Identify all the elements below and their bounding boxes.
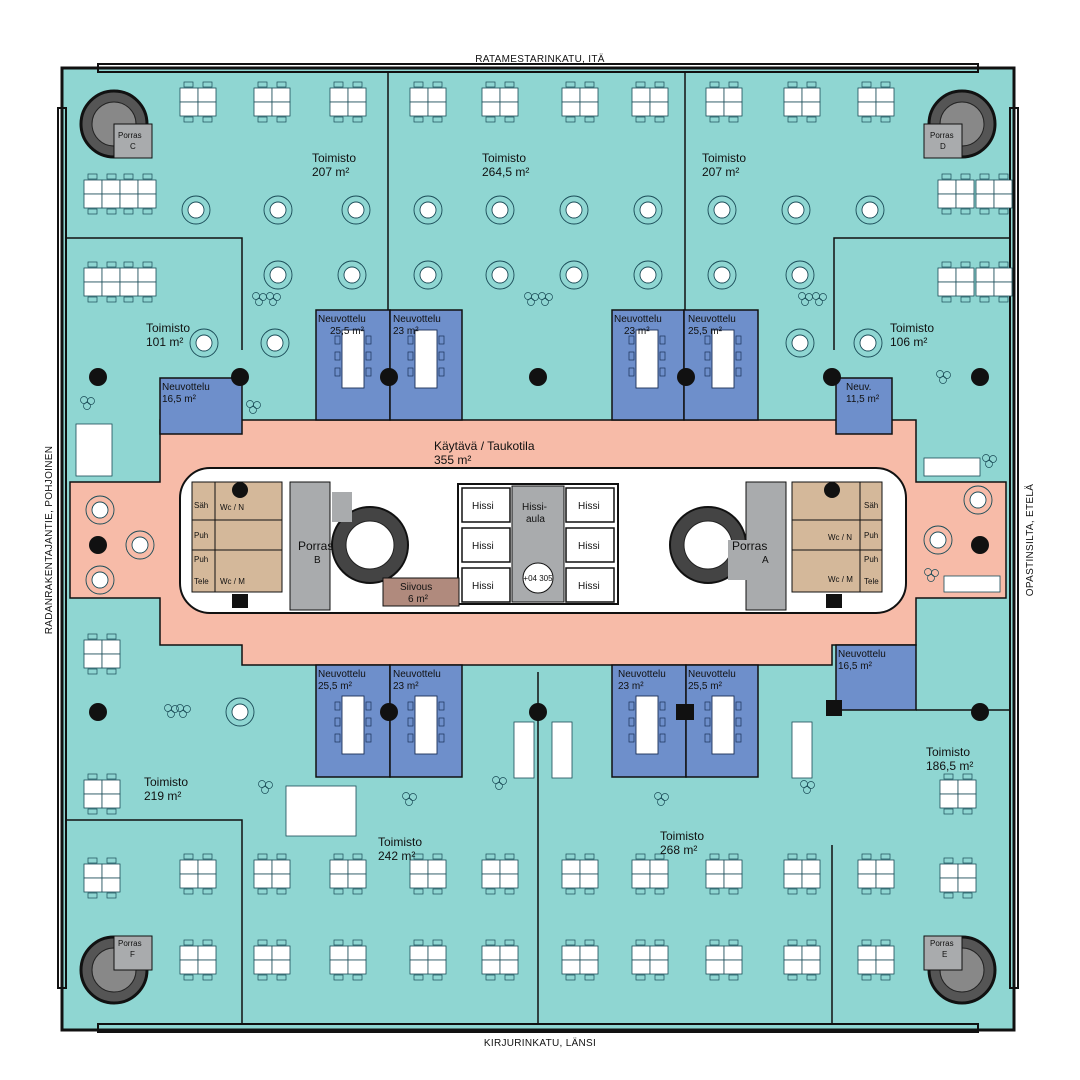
- label-office-n: Toimisto: [482, 151, 526, 165]
- partition-walls: [66, 72, 1010, 1024]
- stair-d: [923, 89, 997, 159]
- area-office-s-left: 242 m²: [378, 849, 415, 863]
- label-office-se: Toimisto: [926, 745, 970, 759]
- label-lift-badge: +04 305: [523, 574, 553, 583]
- service-rooms-right: [791, 481, 883, 593]
- letter-stair-c: C: [130, 142, 136, 151]
- label-meet-n4: Neuvottelu: [688, 314, 736, 325]
- label-meet-se: Neuvottelu: [838, 649, 886, 660]
- label-meet-s2: Neuvottelu: [393, 669, 441, 680]
- letter-stair-a: A: [762, 555, 769, 566]
- stair-e: [923, 935, 997, 1005]
- area-office-w: 101 m²: [146, 335, 183, 349]
- label-meet-e: Neuv.: [846, 382, 871, 393]
- label-lift-lobby-2: aula: [526, 514, 545, 525]
- area-corridor: 355 m²: [434, 453, 471, 467]
- label-lift-3: Hissi: [472, 581, 494, 592]
- label-meet-w: Neuvottelu: [162, 382, 210, 393]
- label-lift-5: Hissi: [578, 541, 600, 552]
- area-office-e: 106 m²: [890, 335, 927, 349]
- stair-f: [79, 935, 153, 1005]
- label-office-w: Toimisto: [146, 321, 190, 335]
- label-lift-4: Hissi: [578, 501, 600, 512]
- label-stair-d: Porras: [930, 131, 954, 140]
- label-meet-s3: Neuvottelu: [618, 669, 666, 680]
- area-meet-n4: 25,5 m²: [688, 326, 723, 337]
- area-meet-e: 11,5 m²: [846, 394, 880, 405]
- meeting-room-w: [159, 377, 243, 435]
- label-corridor: Käytävä / Taukotila: [434, 439, 535, 453]
- area-meet-w: 16,5 m²: [162, 394, 197, 405]
- columns: [89, 368, 989, 721]
- area-meet-n1: 25,5 m²: [330, 326, 365, 337]
- meeting-room-se: [835, 644, 917, 711]
- label-office-s-right: Toimisto: [660, 829, 704, 843]
- lounge-furniture: [75, 423, 1001, 837]
- street-right: OPASTINSILTA, ETELÄ: [1024, 484, 1036, 596]
- label-lift-6: Hissi: [578, 581, 600, 592]
- area-office-n: 264,5 m²: [482, 165, 529, 179]
- label-puh-right-2: Puh: [864, 555, 878, 564]
- label-wcm-left: Wc / M: [220, 577, 245, 586]
- label-wcm-right: Wc / M: [828, 575, 853, 584]
- letter-stair-e: E: [942, 950, 947, 959]
- label-meet-n3: Neuvottelu: [614, 314, 662, 325]
- label-sah-right: Säh: [864, 501, 878, 510]
- area-meet-s4: 25,5 m²: [688, 681, 723, 692]
- label-lift-lobby-1: Hissi-: [522, 502, 547, 513]
- area-meet-s2: 23 m²: [393, 681, 419, 692]
- cleaning-room: [382, 577, 460, 607]
- lift-badge-circle: [522, 562, 554, 594]
- label-office-ne: Toimisto: [702, 151, 746, 165]
- area-meet-se: 16,5 m²: [838, 661, 873, 672]
- label-puh-left-1: Puh: [194, 531, 208, 540]
- label-office-nw: Toimisto: [312, 151, 356, 165]
- area-office-s-right: 268 m²: [660, 843, 697, 857]
- label-meet-s1: Neuvottelu: [318, 669, 366, 680]
- letter-stair-d: D: [940, 142, 946, 151]
- label-meet-n2: Neuvottelu: [393, 314, 441, 325]
- label-stair-a: Porras: [732, 539, 767, 553]
- label-cleaning: Siivous: [400, 582, 432, 593]
- area-meet-s3: 23 m²: [618, 681, 644, 692]
- label-stair-c: Porras: [118, 131, 142, 140]
- letter-stair-f: F: [130, 950, 135, 959]
- label-meet-n1: Neuvottelu: [318, 314, 366, 325]
- label-office-s-left: Toimisto: [378, 835, 422, 849]
- stair-c: [79, 89, 153, 159]
- meeting-room-s3: [611, 664, 687, 778]
- area-office-nw: 207 m²: [312, 165, 349, 179]
- label-tele-left: Tele: [194, 577, 209, 586]
- meeting-room-s1: [315, 664, 391, 778]
- label-meet-s4: Neuvottelu: [688, 669, 736, 680]
- service-rooms-left: [191, 481, 283, 593]
- area-office-se: 186,5 m²: [926, 759, 973, 773]
- area-cleaning: 6 m²: [408, 594, 429, 605]
- label-office-sw: Toimisto: [144, 775, 188, 789]
- label-stair-f: Porras: [118, 939, 142, 948]
- area-meet-n3: 23 m²: [624, 326, 650, 337]
- street-top: RATAMESTARINKATU, ITÄ: [475, 53, 604, 65]
- area-office-ne: 207 m²: [702, 165, 739, 179]
- label-puh-right-1: Puh: [864, 531, 878, 540]
- label-wc-left: Wc / N: [220, 503, 244, 512]
- label-tele-right: Tele: [864, 577, 879, 586]
- area-meet-s1: 25,5 m²: [318, 681, 353, 692]
- area-meet-n2: 23 m²: [393, 326, 419, 337]
- label-lift-1: Hissi: [472, 501, 494, 512]
- letter-stair-b: B: [314, 555, 321, 566]
- area-office-sw: 219 m²: [144, 789, 181, 803]
- label-wc-right: Wc / N: [828, 533, 852, 542]
- label-puh-left-2: Puh: [194, 555, 208, 564]
- street-bottom: KIRJURINKATU, LÄNSI: [484, 1037, 596, 1049]
- meeting-room-e: [835, 377, 893, 435]
- label-office-e: Toimisto: [890, 321, 934, 335]
- label-stair-b: Porras: [298, 539, 333, 553]
- label-stair-e: Porras: [930, 939, 954, 948]
- label-lift-2: Hissi: [472, 541, 494, 552]
- label-sah-left: Säh: [194, 501, 208, 510]
- street-left: RADANRAKENTAJANTIE, POHJOINEN: [44, 446, 55, 635]
